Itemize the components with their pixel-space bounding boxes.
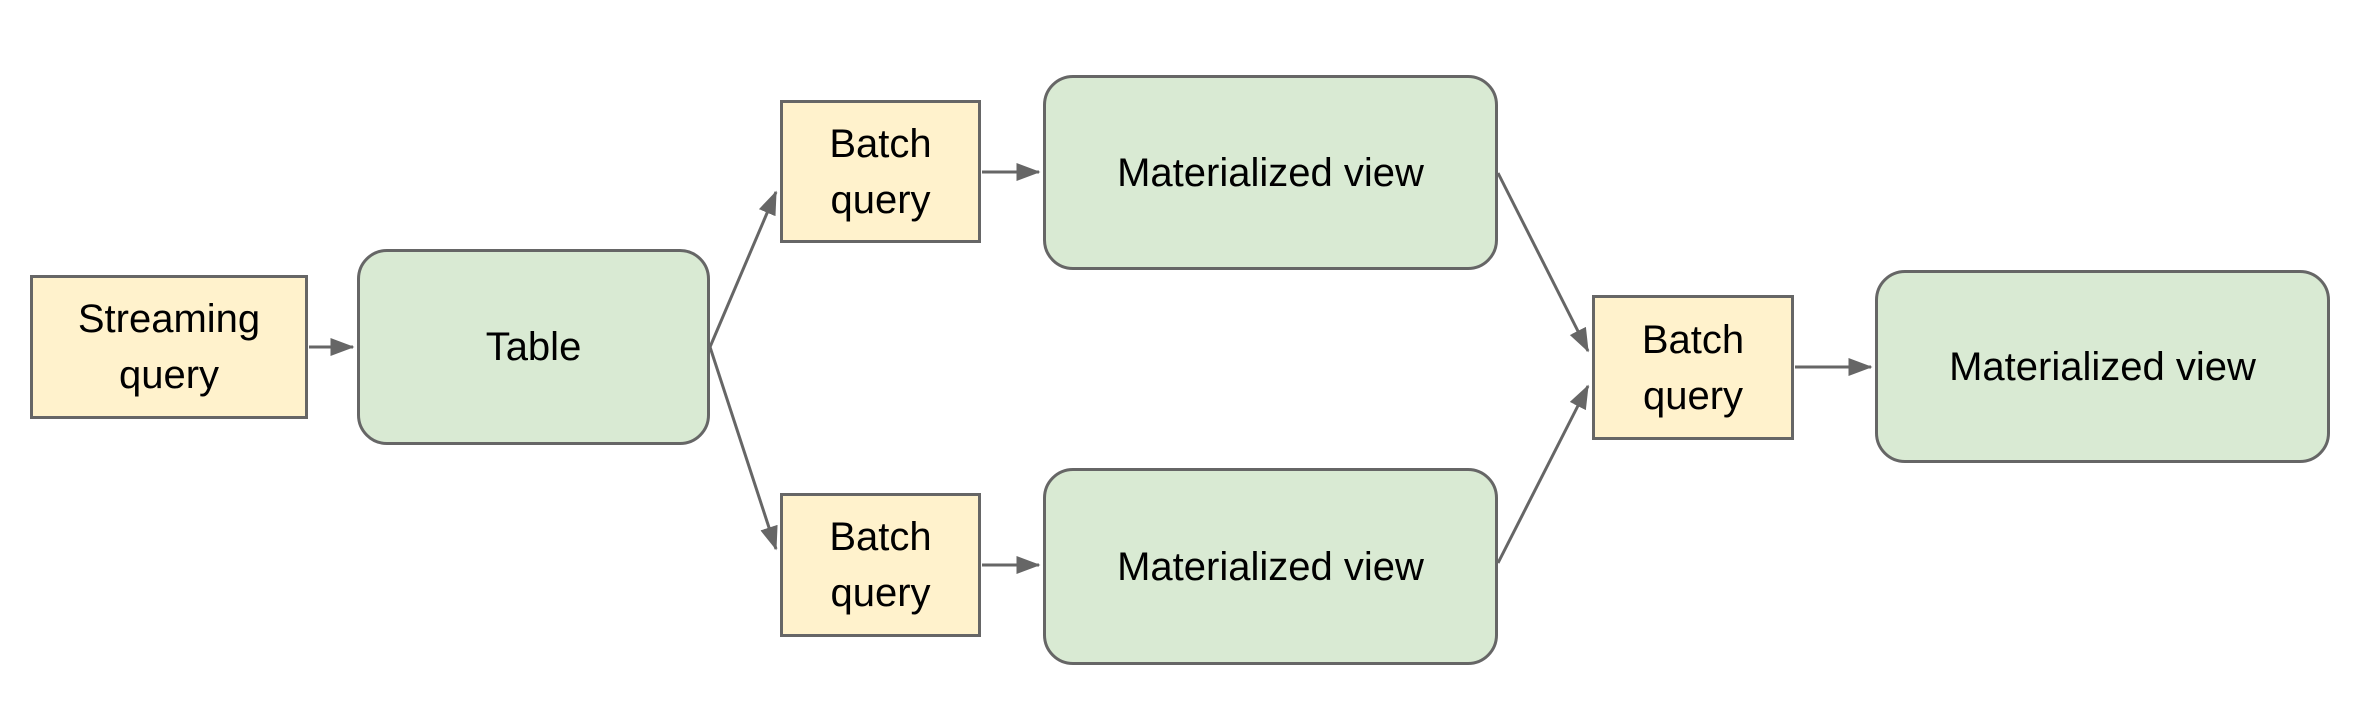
edge-materialized-view-top-to-batch-query-right [1496, 172, 1590, 353]
node-materialized-view-bottom: Materialized view [1043, 468, 1498, 665]
node-streaming-query-label: Streaming query [77, 297, 261, 397]
node-streaming-query: Streaming query [30, 275, 308, 419]
node-batch-query-top-label: Batch query [829, 121, 932, 222]
node-materialized-view-top-label: Materialized view [1117, 150, 1424, 195]
edge-table-to-batch-query-bottom [708, 346, 778, 551]
node-table-label: Table [485, 325, 582, 369]
node-table: Table [357, 249, 710, 445]
node-batch-query-right-label: Batch query [1641, 317, 1745, 418]
node-batch-query-bottom: Batch query [780, 493, 981, 637]
node-materialized-view-right: Materialized view [1875, 270, 2330, 463]
node-batch-query-right: Batch query [1592, 295, 1794, 440]
node-batch-query-top: Batch query [780, 100, 981, 243]
edge-table-to-batch-query-top [708, 190, 778, 348]
node-materialized-view-top: Materialized view [1043, 75, 1498, 270]
node-materialized-view-right-label: Materialized view [1949, 344, 2256, 389]
edge-materialized-view-bottom-to-batch-query-right [1496, 384, 1590, 564]
node-batch-query-bottom-label: Batch query [829, 515, 932, 615]
node-materialized-view-bottom-label: Materialized view [1117, 544, 1424, 589]
